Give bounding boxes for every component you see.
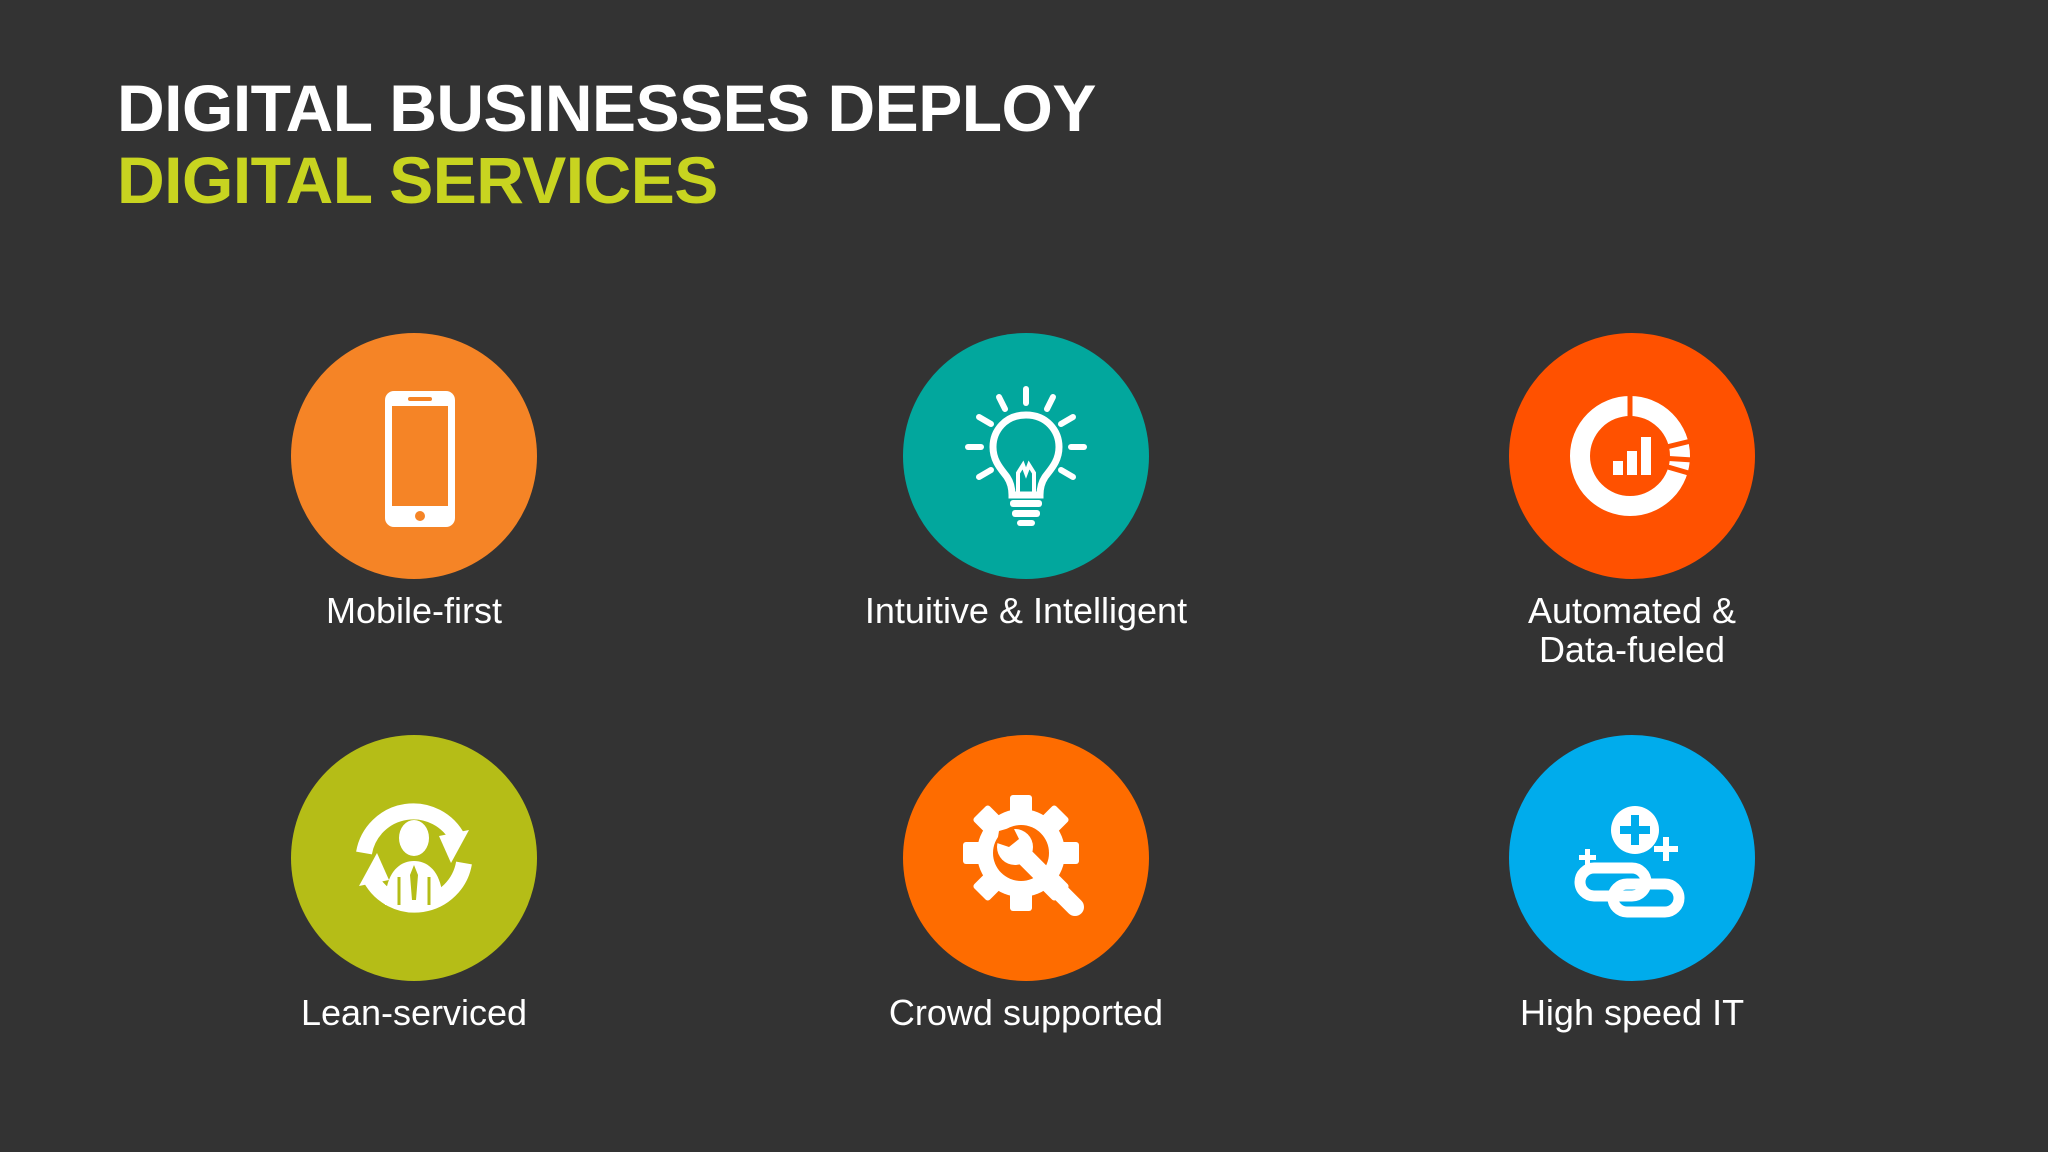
- feature-intuitive-intelligent: Intuitive & Intelligent: [816, 333, 1236, 630]
- feature-crowd-supported: Crowd supported: [816, 735, 1236, 1032]
- feature-high-speed-it: High speed IT: [1422, 735, 1842, 1032]
- smartphone-icon: [385, 391, 455, 527]
- donut-chart-icon: [1570, 393, 1694, 516]
- feature-circle: [1509, 735, 1755, 981]
- title-line-1: DIGITAL BUSINESSES DEPLOY: [117, 71, 1096, 145]
- link-add-icon: [1574, 806, 1685, 918]
- feature-label: High speed IT: [1519, 992, 1745, 1033]
- feature-label: Automated & Data-fueled: [1527, 590, 1737, 670]
- gear-wrench-icon: [963, 795, 1084, 916]
- feature-mobile-first: Mobile-first: [204, 333, 624, 630]
- title-line-2: DIGITAL SERVICES: [117, 143, 718, 217]
- feature-label: Intuitive & Intelligent: [864, 590, 1188, 631]
- feature-circle: [291, 333, 537, 579]
- feature-label: Mobile-first: [325, 590, 503, 631]
- feature-circle: [903, 735, 1149, 981]
- feature-circle: [291, 735, 537, 981]
- feature-label: Crowd supported: [888, 992, 1164, 1033]
- feature-circle: [903, 333, 1149, 579]
- feature-label: Lean-serviced: [300, 992, 528, 1033]
- lightbulb-icon: [965, 386, 1087, 526]
- slide-title: DIGITAL BUSINESSES DEPLOY DIGITAL SERVIC…: [117, 72, 1096, 216]
- feature-circle: [1509, 333, 1755, 579]
- feature-automated-data-fueled: Automated & Data-fueled: [1422, 333, 1842, 669]
- person-cycle-icon: [356, 803, 472, 913]
- feature-lean-serviced: Lean-serviced: [204, 735, 624, 1032]
